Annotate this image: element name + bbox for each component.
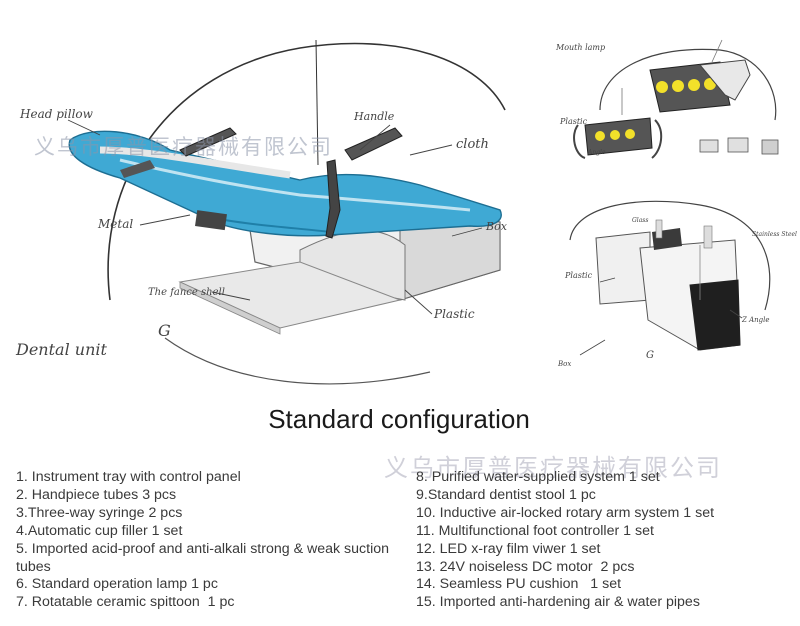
config-list-right: 8. Purified water-supplied system 1 set … bbox=[416, 469, 796, 612]
label-bottle-g: G bbox=[646, 350, 654, 361]
list-item: 5. Imported acid-proof and anti-alkali s… bbox=[16, 540, 393, 575]
list-item: 4.Automatic cup filler 1 set bbox=[16, 522, 183, 539]
label-lamp-angle: Angle bbox=[587, 149, 606, 156]
label-bottle-box: Box bbox=[557, 360, 571, 368]
label-bottle-glass: Glass bbox=[632, 217, 648, 224]
chair-handles bbox=[120, 127, 403, 239]
list-item: 15. Imported anti-hardening air & water … bbox=[416, 594, 700, 611]
list-item: 8. Purified water-supplied system 1 set bbox=[416, 469, 660, 485]
watermark: 义乌市厚普医疗器械有限公司 bbox=[34, 135, 333, 159]
label-bottle-angle: Z Angle bbox=[741, 316, 770, 324]
list-item: 3.Three-way syringe 2 pcs bbox=[16, 504, 183, 521]
list-item: 2. Handpiece tubes 3 pcs bbox=[16, 486, 177, 503]
page-title: Standard configuration bbox=[268, 404, 530, 434]
box-sketch bbox=[569, 200, 771, 351]
label-bottle-plastic: Plastic bbox=[564, 271, 593, 280]
label-metal: Metal bbox=[97, 217, 133, 231]
label-handle: Handle bbox=[353, 110, 395, 123]
sketch-arc bbox=[107, 42, 506, 301]
config-list-left: 1. Instrument tray with control panel 2.… bbox=[16, 469, 401, 612]
list-item: 10. Inductive air-locked rotary arm syst… bbox=[416, 504, 715, 521]
lamp-sketch bbox=[573, 39, 779, 159]
list-item: 11. Multifunctional foot controller 1 se… bbox=[416, 522, 654, 539]
list-item: 14. Seamless PU cushion 1 set bbox=[416, 576, 622, 593]
label-fence-shell: The fance shell bbox=[148, 287, 225, 298]
list-item: 6. Standard operation lamp 1 pc bbox=[16, 576, 218, 593]
label-box: Box bbox=[485, 220, 508, 233]
label-lamp-plastic: Plastic bbox=[559, 117, 588, 126]
list-item: 7. Rotatable ceramic spittoon 1 pc bbox=[16, 594, 235, 611]
label-g: G bbox=[158, 321, 171, 340]
label-lamp-title: Mouth lamp bbox=[555, 43, 605, 52]
watermark: 义乌市厚普医疗器械有限公司 bbox=[384, 454, 722, 482]
list-item: 12. LED x-ray film viwer 1 set bbox=[416, 540, 601, 557]
label-head-pillow: Head pillow bbox=[19, 107, 94, 121]
list-item: 13. 24V noiseless DC motor 2 pcs bbox=[416, 558, 635, 575]
label-bottle-stainless: Stainless Steel bbox=[752, 231, 797, 238]
list-item: 9.Standard dentist stool 1 pc bbox=[416, 486, 596, 503]
label-cloth: cloth bbox=[456, 137, 489, 152]
label-dental-unit: Dental unit bbox=[15, 340, 108, 359]
dental-unit-sketch: Head pillow Handle cloth Metal Box The f… bbox=[15, 39, 797, 385]
chair-seat bbox=[68, 130, 502, 237]
list-item: 1. Instrument tray with control panel bbox=[16, 469, 241, 485]
label-plastic: Plastic bbox=[433, 307, 475, 321]
